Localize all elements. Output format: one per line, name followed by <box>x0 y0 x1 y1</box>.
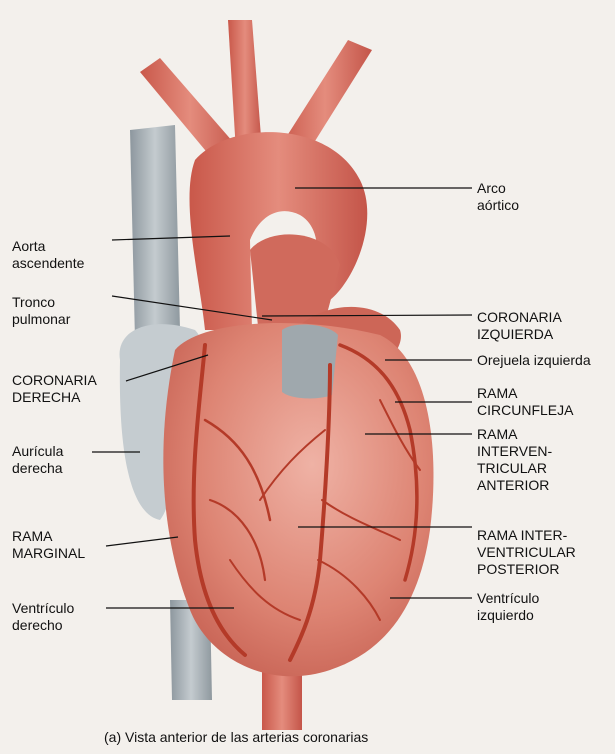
label-rama-interventricular-anterior: RAMA INTERVEN- TRICULAR ANTERIOR <box>477 426 552 494</box>
vena-cava-superior <box>130 125 180 340</box>
label-rama-interventricular-posterior: RAMA INTER- VENTRICULAR POSTERIOR <box>477 527 576 578</box>
aortic-branch-2 <box>228 20 262 152</box>
label-orejuela-izquierda: Orejuela izquierda <box>477 352 591 369</box>
figure-caption: (a) Vista anterior de las arterias coron… <box>104 729 368 745</box>
